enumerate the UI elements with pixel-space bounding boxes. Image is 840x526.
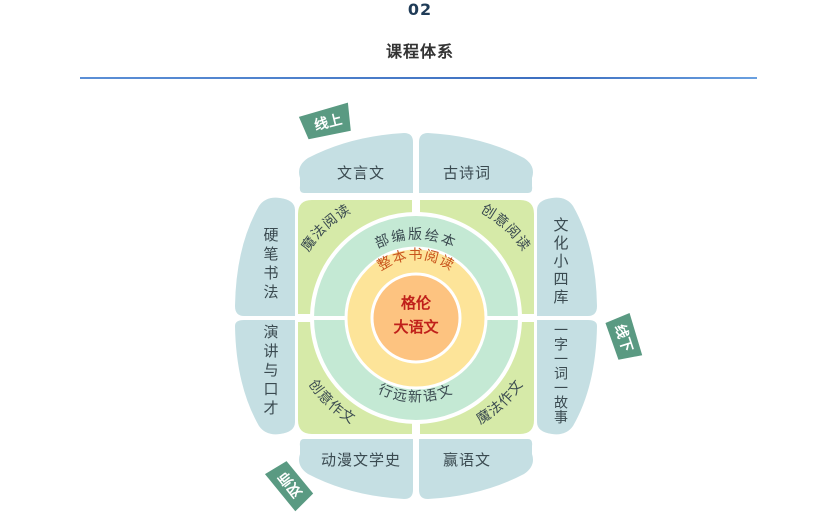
section-number: 02 xyxy=(407,0,433,19)
petal-left-bottom-label: 演讲与口才 xyxy=(263,323,278,417)
tag-online-label: 线上 xyxy=(312,111,343,134)
petal-bottom-right[interactable] xyxy=(419,439,533,499)
petal-left-top[interactable] xyxy=(235,197,295,316)
tag-online: 线上 xyxy=(298,102,351,140)
petal-top-left-label: 文言文 xyxy=(337,164,385,182)
petal-right-bottom[interactable] xyxy=(537,320,597,435)
divider xyxy=(80,77,757,79)
petal-right-top-label: 文化小四库 xyxy=(553,216,568,306)
petal-left-bottom[interactable] xyxy=(235,320,295,435)
petal-right-bottom-label: 一字一词一故事 xyxy=(554,323,568,426)
petal-left-top-label: 硬笔书法 xyxy=(263,226,278,301)
center-line-2: 大语文 xyxy=(393,318,439,336)
petal-bottom-left[interactable] xyxy=(299,439,413,499)
petal-right-top[interactable] xyxy=(537,197,597,316)
petal-bottom-left-label: 动漫文学史 xyxy=(321,451,401,469)
center-circle[interactable] xyxy=(370,272,462,364)
petal-top-right-label: 古诗词 xyxy=(443,164,491,182)
petal-bottom-right-label: 赢语文 xyxy=(443,451,491,469)
petal-top-right[interactable] xyxy=(419,133,533,193)
section-title: 课程体系 xyxy=(385,42,454,61)
tag-offline: 线下 xyxy=(605,313,643,360)
outer-petals xyxy=(235,133,597,499)
petal-top-left[interactable] xyxy=(299,133,413,193)
center-line-1: 格伦 xyxy=(401,294,432,312)
